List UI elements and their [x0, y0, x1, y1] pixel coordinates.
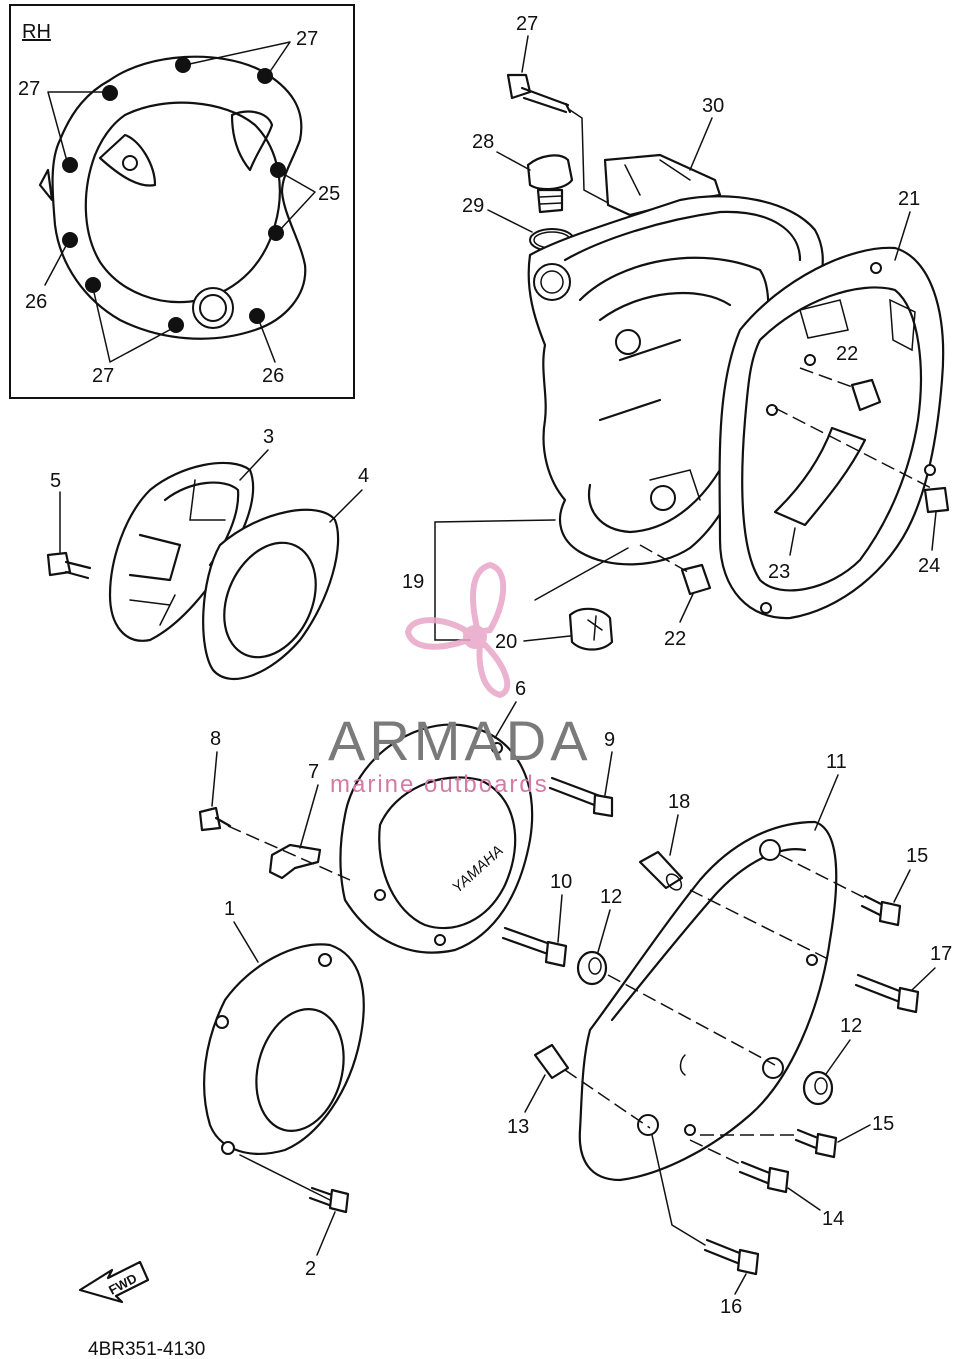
bolt-2	[328, 1188, 350, 1214]
callout-27: 27	[18, 78, 40, 100]
callout-21: 21	[898, 188, 920, 210]
callout-8: 8	[210, 728, 221, 750]
rh-cover-inner	[84, 101, 281, 304]
callout-27: 27	[92, 365, 114, 387]
callout-26: 26	[25, 291, 47, 313]
callout-30: 30	[702, 95, 724, 117]
callout-2: 2	[305, 1258, 316, 1280]
generator-cover-group: YAMAHA 6 9 7 8	[198, 678, 615, 954]
watermark-title: ARMADA	[328, 709, 592, 772]
callout-13: 13	[507, 1116, 529, 1138]
callout-9: 9	[604, 729, 615, 751]
forward-arrow: FWD	[78, 1260, 150, 1304]
boss-hole	[759, 839, 781, 861]
callout-3: 3	[263, 426, 274, 448]
oil-filler-cap-28	[526, 154, 574, 214]
cover-11	[578, 820, 838, 1182]
bolt-dot	[62, 157, 78, 173]
washer-12	[576, 950, 608, 986]
rh-tab	[38, 168, 54, 202]
bolt-dot	[62, 232, 78, 248]
bolt-dot	[270, 162, 286, 178]
rh-window	[230, 110, 274, 172]
rh-boss-hole	[122, 155, 138, 171]
callout-23: 23	[768, 561, 790, 583]
rh-cover-outline	[51, 55, 307, 340]
plug-20	[568, 607, 614, 651]
bolt-15	[878, 900, 902, 927]
cover-11-group: 11 18 10 12 12 13 15	[501, 751, 952, 1318]
bolt-dot	[168, 317, 184, 333]
callout-22: 22	[836, 343, 858, 365]
callout-14: 14	[822, 1208, 844, 1230]
callout-28: 28	[472, 131, 494, 153]
rh-inset: RH 27 27 25 26 27 26	[9, 4, 355, 399]
dowel-22	[850, 378, 882, 412]
callout-18: 18	[668, 791, 690, 813]
callout-19: 19	[402, 571, 424, 593]
callout-4: 4	[358, 465, 369, 487]
rh-plug-inner	[199, 294, 227, 322]
cover-plate-group: 3 4 5	[46, 426, 369, 680]
callout-27: 27	[516, 13, 538, 35]
callout-1: 1	[224, 898, 235, 920]
cover-1-group: 1 2	[203, 898, 365, 1280]
bolt-dot	[249, 308, 265, 324]
bolt-dot	[85, 277, 101, 293]
callout-27: 27	[296, 28, 318, 50]
boss-hole	[762, 1057, 784, 1079]
bolt-dot	[102, 85, 118, 101]
crankcase-cover-19	[527, 195, 824, 566]
callout-5: 5	[50, 470, 61, 492]
oil-fill-port	[533, 263, 571, 301]
armada-watermark: ARMADA marine outboards	[328, 561, 592, 798]
inset-label: RH	[22, 21, 51, 43]
callout-15: 15	[906, 845, 928, 867]
cover-1	[203, 943, 365, 1155]
plate-23	[773, 426, 867, 527]
callout-20: 20	[495, 631, 517, 653]
bolt-8	[198, 806, 222, 832]
bolt-dot	[175, 57, 191, 73]
boss-hole	[637, 1114, 659, 1136]
callout-26: 26	[262, 365, 284, 387]
rh-boss	[98, 133, 157, 187]
bolt-14	[766, 1166, 790, 1194]
callout-6: 6	[515, 678, 526, 700]
callout-12: 12	[840, 1015, 862, 1037]
bolt-9	[592, 793, 614, 818]
callout-25: 25	[318, 183, 340, 205]
callout-17: 17	[930, 943, 952, 965]
callout-7: 7	[308, 761, 319, 783]
propeller-logo	[404, 561, 511, 699]
callout-12: 12	[600, 886, 622, 908]
callout-10: 10	[550, 871, 572, 893]
pin-13	[533, 1043, 570, 1080]
callout-22: 22	[664, 628, 686, 650]
callout-16: 16	[720, 1296, 742, 1318]
bolt-27	[506, 73, 572, 114]
washer-12-lower	[802, 1070, 834, 1106]
callout-11: 11	[826, 751, 847, 773]
bolt-17	[896, 986, 920, 1014]
plate-3	[108, 461, 255, 642]
bolt-15-lower	[814, 1132, 838, 1159]
pin-18	[638, 850, 684, 890]
crankcase-cover-group: 27 28 29 30	[402, 13, 950, 653]
watermark-subtitle: marine outboards	[330, 771, 549, 798]
diagram-code: 4BR351-4130	[88, 1339, 205, 1359]
bracket-7	[268, 843, 322, 880]
callout-29: 29	[462, 195, 484, 217]
callout-15: 15	[872, 1113, 894, 1135]
callout-24: 24	[918, 555, 940, 577]
bolt-24	[923, 486, 950, 514]
bolt-10	[544, 940, 568, 968]
dowel-22-lower	[680, 563, 712, 596]
bolt-16	[736, 1248, 760, 1276]
